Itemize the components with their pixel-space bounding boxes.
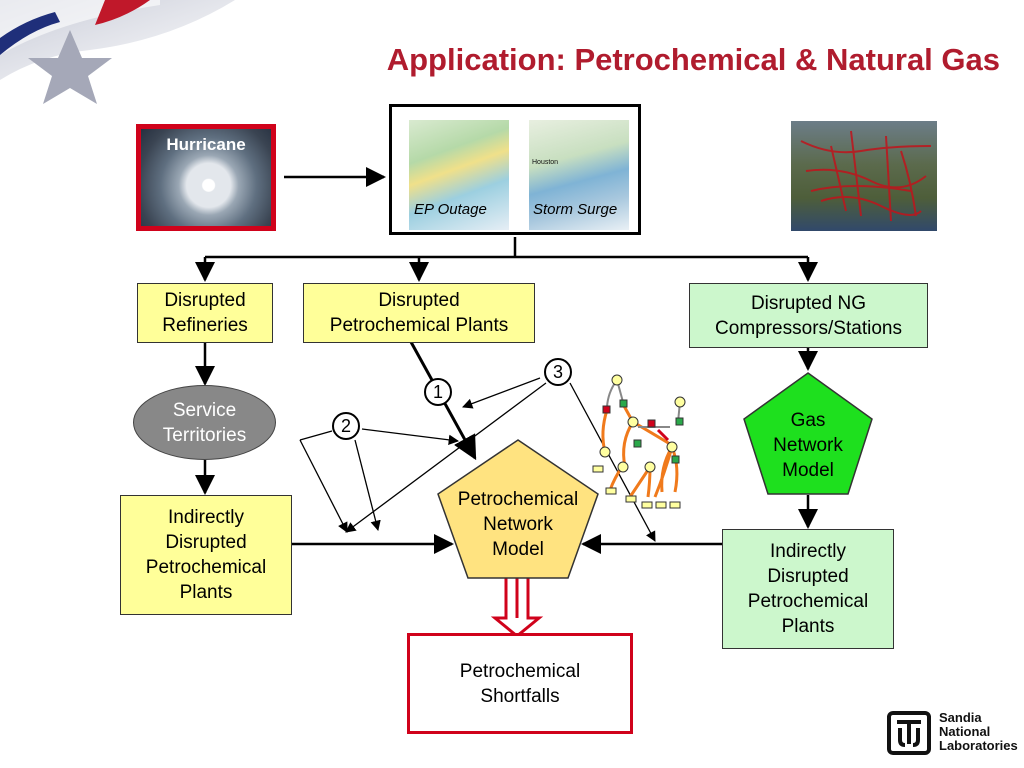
box-line: Indirectly bbox=[769, 541, 847, 562]
box-line: Refineries bbox=[162, 315, 248, 336]
node-line: Model bbox=[782, 459, 834, 481]
indirect-plants-right-box: Indirectly Disrupted Petrochemical Plant… bbox=[722, 529, 894, 649]
marker-number: 2 bbox=[340, 415, 351, 436]
box-line: Petrochemical Plants bbox=[329, 315, 509, 336]
logo-line: Laboratories bbox=[939, 738, 1018, 753]
hurricane-label: Hurricane bbox=[166, 135, 246, 154]
houston-label: Houston bbox=[532, 159, 559, 166]
box-line: Indirectly bbox=[167, 507, 245, 528]
node-line: Territories bbox=[162, 424, 247, 446]
sandia-logo-mark bbox=[887, 711, 931, 755]
marker-number: 3 bbox=[552, 361, 563, 382]
storm-surge-label: Storm Surge bbox=[533, 201, 618, 218]
thunderbird-icon bbox=[897, 720, 921, 747]
ep-outage-label: EP Outage bbox=[414, 201, 487, 218]
service-territories-node: Service Territories bbox=[133, 385, 276, 460]
petrochemical-shortfalls-box: Petrochemical Shortfalls bbox=[407, 633, 633, 734]
box-line: Petrochemical bbox=[459, 660, 581, 682]
star-swoosh-decoration bbox=[0, 0, 235, 104]
box-line: Petrochemical bbox=[145, 557, 267, 578]
box-line: Petrochemical bbox=[747, 591, 869, 612]
indirect-plants-left-box: Indirectly Disrupted Petrochemical Plant… bbox=[120, 495, 292, 615]
ep-outage-map bbox=[409, 120, 509, 230]
network-graph-icon bbox=[592, 374, 686, 509]
node-line: Model bbox=[492, 538, 544, 560]
marker-number: 1 bbox=[432, 381, 443, 402]
marker-2: 2 bbox=[332, 412, 360, 440]
box-line: Plants bbox=[781, 616, 835, 637]
marker-1: 1 bbox=[424, 378, 452, 406]
hurricane-image: Hurricane bbox=[136, 124, 276, 231]
box-line: Disrupted NG bbox=[750, 292, 867, 314]
node-line: Petrochemical bbox=[457, 488, 579, 510]
box-line: Shortfalls bbox=[480, 685, 560, 707]
node-line: Network bbox=[773, 434, 843, 456]
box-line: Compressors/Stations bbox=[715, 317, 902, 339]
marker-3: 3 bbox=[544, 358, 572, 386]
node-line: Service bbox=[172, 399, 237, 421]
disrupted-refineries-box: Disrupted Refineries bbox=[137, 283, 273, 343]
box-line: Disrupted bbox=[165, 532, 247, 553]
box-line: Disrupted bbox=[164, 290, 246, 311]
sandia-logo: Sandia National Laboratories bbox=[887, 709, 1018, 757]
node-line: Gas bbox=[790, 409, 826, 431]
disrupted-ng-box: Disrupted NG Compressors/Stations bbox=[689, 283, 928, 348]
sandia-logo-text: Sandia National Laboratories bbox=[939, 711, 1018, 753]
logo-line: Sandia bbox=[939, 710, 982, 725]
box-line: Disrupted bbox=[767, 566, 849, 587]
petro-network-model-label: Petrochemical Network Model bbox=[436, 480, 600, 568]
logo-line: National bbox=[939, 724, 991, 739]
gas-network-model-label: Gas Network Model bbox=[742, 400, 874, 490]
disrupted-plants-box: Disrupted Petrochemical Plants bbox=[303, 283, 535, 343]
page-title: Application: Petrochemical & Natural Gas bbox=[386, 42, 1000, 77]
petro-network-pentagon bbox=[437, 439, 599, 579]
box-line: Disrupted bbox=[378, 290, 460, 311]
gas-network-pentagon bbox=[743, 372, 873, 495]
storm-surge-map bbox=[529, 120, 629, 230]
outage-maps-panel: Houston EP Outage Storm Surge bbox=[389, 104, 641, 235]
box-line: Plants bbox=[179, 582, 233, 603]
ng-pipeline-lines bbox=[800, 130, 932, 222]
ng-pipeline-map bbox=[791, 121, 937, 231]
node-line: Network bbox=[483, 513, 553, 535]
